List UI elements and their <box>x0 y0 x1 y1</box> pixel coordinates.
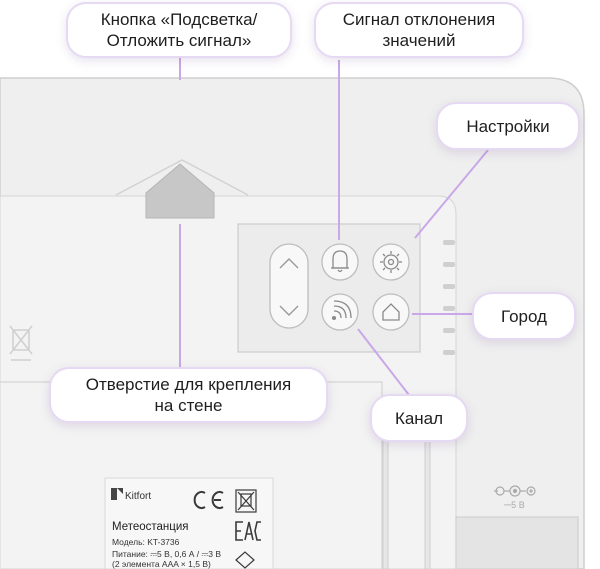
label-power: Питание: ⎓5 В, 0,6 А / ⎓3 В <box>112 549 222 559</box>
callout-deviation-line-1: Сигнал отклонения <box>342 10 496 29</box>
vent-slots <box>443 240 455 355</box>
bell-button[interactable] <box>321 243 359 281</box>
home-button[interactable] <box>372 293 410 331</box>
bell-icon <box>331 250 349 273</box>
callout-settings: Настройки <box>436 102 580 150</box>
recycle-bin-crossed-icon <box>235 489 257 513</box>
home-icon <box>382 303 400 321</box>
ce-mark-icon <box>193 491 224 509</box>
signal-button[interactable] <box>321 293 359 331</box>
label-brand: Kitfort <box>125 491 152 502</box>
up-arrow-icon <box>279 258 299 269</box>
gear-icon <box>380 251 402 273</box>
signal-icon <box>331 300 352 321</box>
callout-backlight-line-2: Отложить сигнал» <box>106 31 252 50</box>
label-model: Модель: KT-3736 <box>112 537 180 547</box>
leader-lines <box>179 58 489 396</box>
label-batteries: (2 элемента AAA × 1,5 В) <box>112 559 211 569</box>
mounting-hole-opening <box>145 163 215 219</box>
power-jack-label: ⎓5 В <box>504 500 525 510</box>
kitfort-logo-icon <box>111 488 123 500</box>
callout-mount-hole: Отверстие для крепления на стене <box>49 367 328 423</box>
eac-mark-icon <box>235 521 261 541</box>
callout-city: Город <box>472 292 576 340</box>
power-jack-port <box>455 516 579 569</box>
callout-deviation-line-2: значений <box>382 31 456 50</box>
down-arrow-icon <box>279 305 299 316</box>
callout-mount-line-1: Отверстие для крепления <box>85 375 292 394</box>
callout-mount-line-2: на стене <box>154 396 223 415</box>
callout-settings-label: Настройки <box>466 116 550 136</box>
callout-backlight-button: Кнопка «Подсветка/ Отложить сигнал» <box>66 2 292 58</box>
recycle-bin-crossed-icon <box>9 325 33 361</box>
callout-city-label: Город <box>501 306 547 326</box>
double-insulation-icon <box>235 551 255 569</box>
callout-channel: Канал <box>370 394 468 442</box>
polarity-symbol-icon <box>494 485 536 497</box>
mounting-hole <box>115 159 249 196</box>
product-label <box>104 477 274 569</box>
label-title: Метеостанция <box>112 521 189 533</box>
callout-backlight-line-1: Кнопка «Подсветка/ <box>100 10 258 29</box>
gear-button[interactable] <box>372 243 410 281</box>
callout-deviation-signal: Сигнал отклонения значений <box>314 2 524 58</box>
control-panel <box>237 223 421 353</box>
up-down-rocker[interactable] <box>269 243 309 329</box>
callout-channel-label: Канал <box>394 408 444 428</box>
